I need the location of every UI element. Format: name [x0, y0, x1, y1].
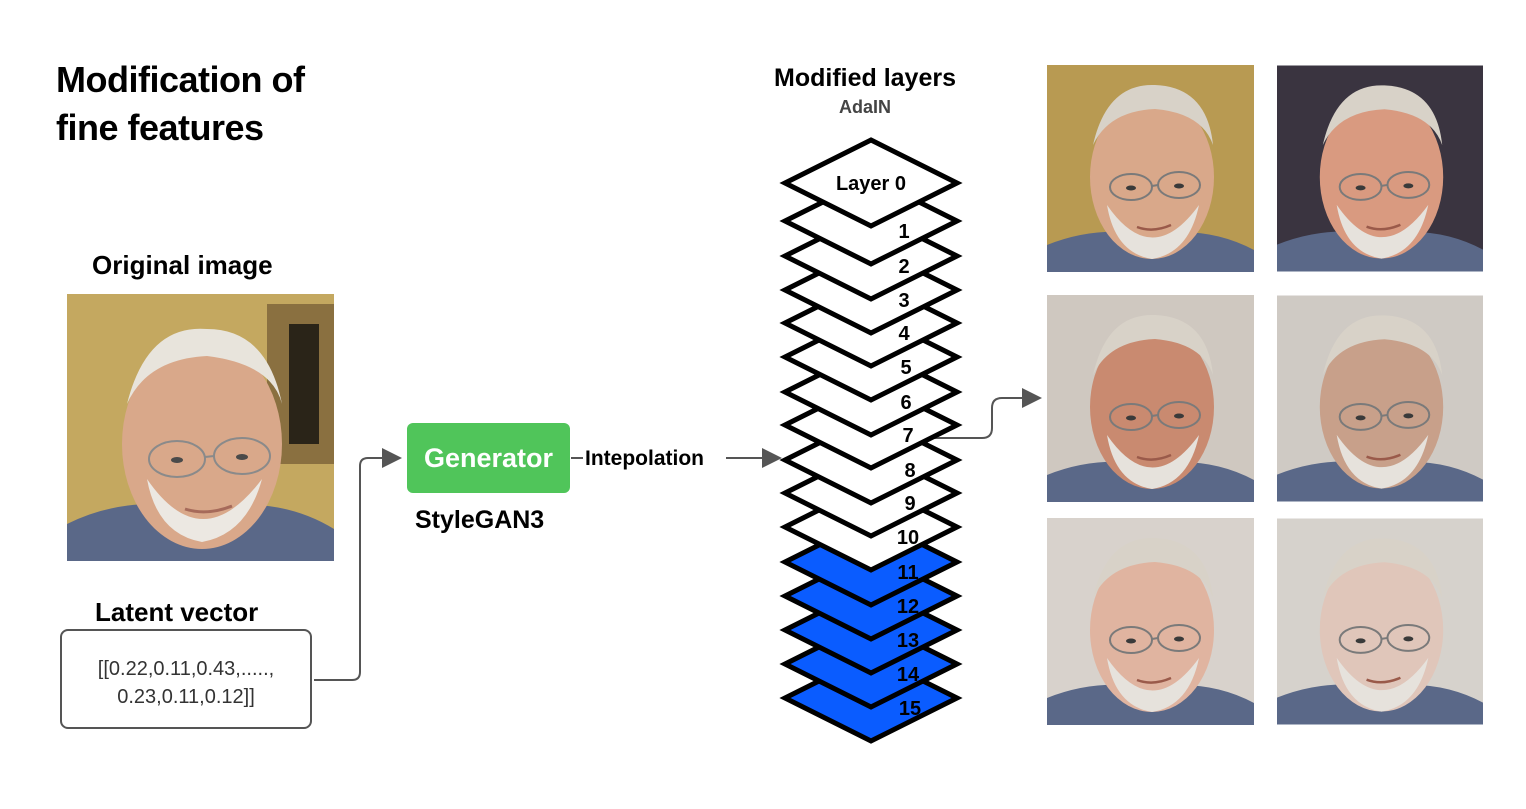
layer-13-label: 13 [897, 630, 919, 652]
layer-9-label: 9 [904, 493, 915, 515]
generator-block: Generator [407, 423, 570, 493]
layer-5-label: 5 [900, 357, 911, 379]
output-face-4 [1277, 295, 1483, 502]
layer-0-label: Layer 0 [836, 173, 906, 195]
output-face-5 [1047, 518, 1254, 725]
latent-vector-box: [[0.22,0.11,0.43,....., 0.23,0.11,0.12]] [60, 629, 312, 729]
layer-1-label: 1 [898, 221, 909, 243]
layer-3-label: 3 [898, 290, 909, 312]
original-image-label: Original image [92, 250, 273, 280]
layer-10-label: 10 [897, 527, 919, 549]
layer-11-label: 11 [897, 562, 918, 584]
layer-2-label: 2 [898, 256, 909, 278]
layer-7-label: 7 [902, 425, 913, 447]
generator-model-label: StyleGAN3 [415, 506, 545, 534]
layer-6-label: 6 [900, 392, 911, 414]
layers-to-outputs-arrow [930, 388, 1042, 439]
latent-vector-line-1: [[0.22,0.11,0.43,....., [97, 658, 275, 680]
title-line-1: Modification of [56, 59, 305, 100]
latent-vector-label: Latent vector [95, 597, 259, 627]
title-line-2: fine features [56, 107, 264, 148]
modified-layers-title: Modified layers [774, 64, 956, 92]
layer-0-shape [779, 137, 963, 229]
latent-vector-line-2: 0.23,0.11,0.12]] [117, 686, 255, 708]
output-face-1 [1047, 65, 1254, 272]
latent-to-generator-arrow [314, 448, 402, 681]
layer-14-label: 14 [897, 664, 920, 686]
output-face-2 [1277, 65, 1483, 272]
output-face-3 [1047, 295, 1254, 502]
layer-12-label: 12 [897, 596, 919, 618]
modified-layers-subtitle: AdaIN [838, 97, 891, 117]
layer-15-label: 15 [899, 698, 921, 720]
layer-4-label: 4 [898, 323, 910, 345]
output-face-6 [1277, 518, 1483, 725]
diagram-title: Modification of fine features [56, 56, 305, 152]
layer-stack: 15 14 13 12 11 10 9 8 7 6 5 4 3 2 1 Layer 0 [779, 137, 963, 744]
interpolation-label: Intepolation [585, 447, 704, 470]
layer-8-label: 8 [904, 460, 915, 482]
generator-label: Generator [423, 442, 554, 473]
original-face-image [67, 294, 334, 561]
